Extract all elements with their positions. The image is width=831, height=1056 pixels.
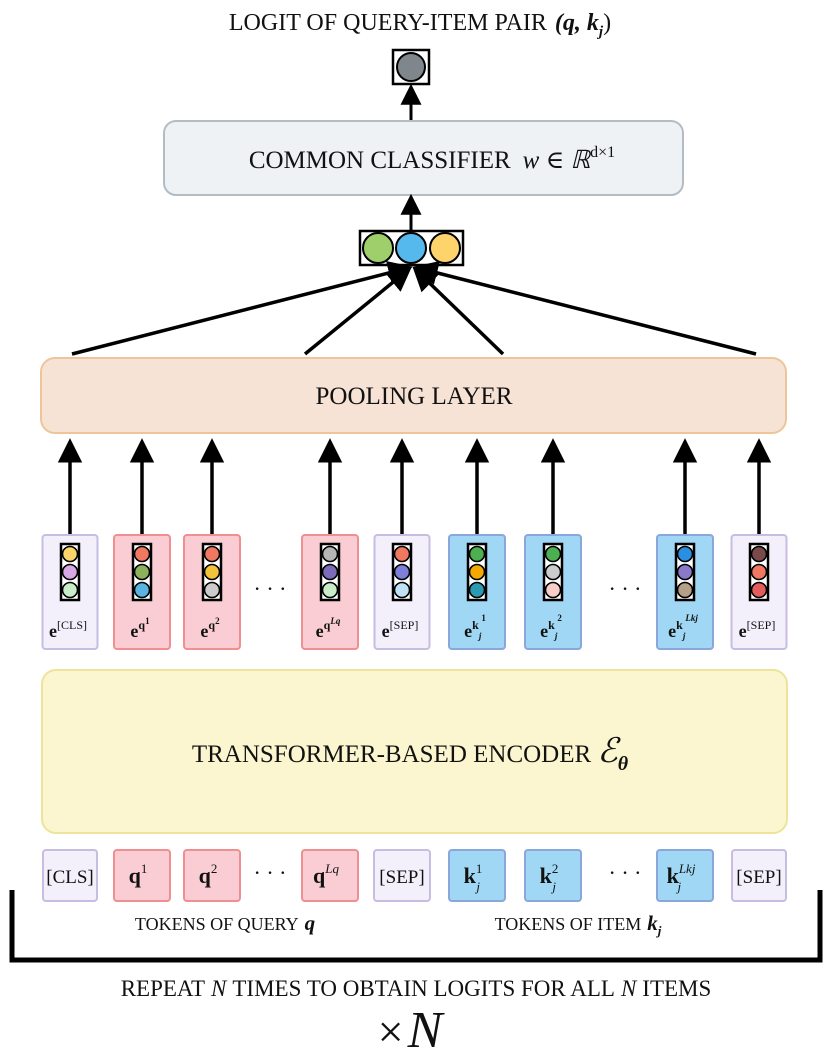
embedding-dim-dot (133, 563, 151, 581)
embedding-box: e[CLS] (41, 534, 99, 650)
embedding-dim-dot (133, 581, 151, 599)
ellipsis: · · · (609, 860, 642, 885)
token-label: [SEP] (736, 867, 781, 888)
embedding-dim-dot (468, 545, 486, 563)
embedding-dim-dot (750, 545, 768, 563)
embedding-label: ekj1 (464, 613, 486, 641)
embedding-box: eq2 (183, 534, 241, 650)
pooled-dim-dot (395, 232, 427, 264)
embedding-dim-dot (468, 563, 486, 581)
token-label: [SEP] (379, 867, 424, 888)
token-box: [SEP] (731, 849, 787, 902)
embedding-dim-dot (750, 581, 768, 599)
token-label: qLq (313, 861, 339, 888)
embedding-arrows (57, 438, 772, 543)
embedding-dim-dot (203, 545, 221, 563)
embedding-label: eq2 (200, 616, 220, 641)
logit-output-node (391, 48, 431, 86)
embedding-dim-dot (468, 581, 486, 599)
embedding-dim-dot (544, 581, 562, 599)
token-label: q2 (199, 861, 218, 888)
transformer-encoder-box (41, 669, 788, 834)
embedding-row: e[CLS] eq1 eq2 eqLq e[SEP] ekj1 ekj2 ekjLkj e[SE… (41, 534, 788, 650)
embedding-label: ekj2 (540, 613, 562, 641)
embedding-box: eqLq (301, 534, 359, 650)
pooling-layer-box (40, 357, 787, 434)
embedding-dim-dot (203, 563, 221, 581)
pooled-dim-dot (429, 232, 461, 264)
pooled-dim-dot (362, 232, 394, 264)
embedding-dim-dot (321, 545, 339, 563)
embedding-dim-dot (61, 545, 79, 563)
embedding-label: e[SEP] (382, 618, 419, 641)
embedding-label: ekjLkj (668, 613, 698, 641)
embedding-dim-dot (61, 563, 79, 581)
embedding-dim-dot (393, 563, 411, 581)
embedding-box: eq1 (113, 534, 171, 650)
diagram-title: LOGIT OF QUERY-ITEM PAIR(q, kj) (229, 10, 611, 40)
embedding-dim-dot (203, 581, 221, 599)
embedding-dim-dot (393, 545, 411, 563)
embedding-box: ekj1 (448, 534, 506, 650)
times-n-label: ×N (378, 1002, 446, 1056)
embedding-dim-dot (61, 581, 79, 599)
token-box: [CLS] (42, 849, 98, 902)
embedding-box: ekj2 (524, 534, 582, 650)
ellipsis: · · · (254, 576, 287, 601)
embedding-label: e[SEP] (739, 618, 776, 641)
embedding-dim-dot (676, 545, 694, 563)
embedding-box: e[SEP] (373, 534, 431, 650)
embedding-dim-dot (321, 581, 339, 599)
token-box: q2 (183, 849, 241, 902)
embedding-label: eq1 (130, 616, 150, 641)
ellipsis: · · · (254, 860, 287, 885)
embedding-label: eqLq (316, 616, 341, 641)
token-box: [SEP] (373, 849, 431, 902)
embedding-dim-dot (676, 581, 694, 599)
embedding-dim-dot (544, 563, 562, 581)
ellipsis: · · · (609, 576, 642, 601)
embedding-dim-dot (321, 563, 339, 581)
embedding-dim-dot (133, 545, 151, 563)
pooling-arrows (71, 260, 757, 356)
repeat-bracket (9, 890, 823, 963)
token-box: q1 (113, 849, 171, 902)
token-label: [CLS] (46, 867, 94, 888)
embedding-dim-dot (750, 563, 768, 581)
embedding-box: ekjLkj (656, 534, 714, 650)
token-box: qLq (301, 849, 359, 902)
embedding-dim-dot (544, 545, 562, 563)
common-classifier-box (163, 120, 684, 196)
embedding-box: e[SEP] (730, 534, 788, 650)
embedding-dim-dot (393, 581, 411, 599)
embedding-dim-dot (676, 563, 694, 581)
token-label: q1 (129, 861, 148, 888)
pooled-vector (358, 229, 465, 267)
pooling-label: POOLING LAYER (316, 383, 513, 410)
embedding-label: e[CLS] (49, 618, 87, 641)
